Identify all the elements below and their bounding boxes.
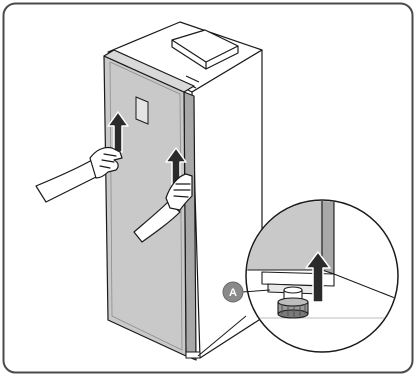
refrigerator-door	[104, 50, 200, 360]
door-display-panel	[136, 97, 148, 124]
callout-a-label: A	[229, 287, 237, 299]
bottom-hinge	[186, 352, 200, 358]
